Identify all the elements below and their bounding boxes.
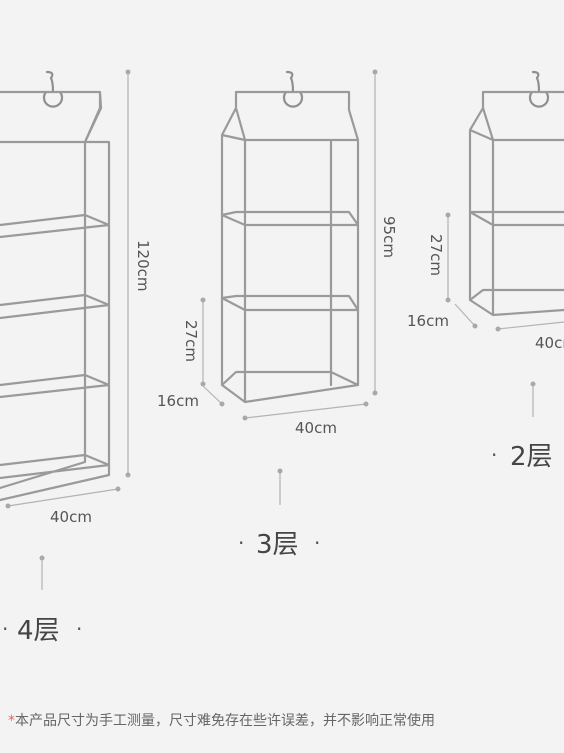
depth-dimension-line [454,303,476,327]
shelf-gap-label: 27cm [427,234,445,276]
hanger-hook-icon [528,70,550,108]
organizer-frame [468,90,564,317]
dimension-endpoint [372,390,378,396]
dimension-endpoint [5,503,11,509]
dimension-endpoint [363,401,369,407]
tier-label: 4层 [17,616,60,646]
dimension-endpoint [445,212,451,218]
dot-separator: · [314,531,320,555]
dimension-endpoint [125,472,131,478]
width-label: 40cm [50,508,92,526]
dimension-endpoint [200,297,206,303]
disclaimer-text: 本产品尺寸为手工测量，尺寸难免存在些许误差，并不影响正常使用 [15,713,435,729]
dot-separator: · [238,531,244,555]
dimension-endpoint [495,326,501,332]
hanger-hook-icon [282,70,304,108]
organizer-2-tier: 27cm 16cm 40cm · 2层 [407,70,564,472]
dimension-endpoint [39,555,45,561]
dimension-endpoint [445,297,451,303]
shelf-gap-label: 27cm [182,320,200,362]
asterisk-mark: * [8,713,15,729]
tier-label: 2层 [510,442,553,472]
dot-separator: · [491,443,497,467]
tier-label: 3层 [256,530,299,560]
height-label: 95cm [380,216,398,258]
dimension-endpoint [125,69,131,75]
dimension-endpoint [219,401,225,407]
dot-separator: · [2,617,8,641]
dot-separator: · [76,617,82,641]
dimension-endpoint [115,486,121,492]
hanger-hook-icon [42,70,64,108]
dimension-endpoint [242,415,248,421]
dimension-endpoint [472,323,478,329]
width-dimension-line [7,488,119,507]
dimension-endpoint [530,381,536,387]
organizer-frame [220,90,360,404]
dimension-endpoint [277,468,283,474]
organizer-3-tier: 95cm 27cm 16cm 40cm · 3层 · [157,69,398,560]
measurement-disclaimer: *本产品尺寸为手工测量，尺寸难免存在些许误差，并不影响正常使用 [8,710,564,730]
width-label: 40cm [295,419,337,437]
depth-dimension-line [202,385,223,405]
organizer-4-tier: 120cm 40cm · 4层 · [0,69,152,646]
width-dimension-line [244,403,367,419]
dimension-endpoint [200,381,206,387]
depth-label: 16cm [407,312,449,330]
depth-label: 16cm [157,392,199,410]
width-label: 40cm [535,334,564,352]
dimension-endpoint [372,69,378,75]
organizer-frame [0,90,111,502]
height-label: 120cm [134,240,152,292]
width-dimension-line [497,321,564,330]
